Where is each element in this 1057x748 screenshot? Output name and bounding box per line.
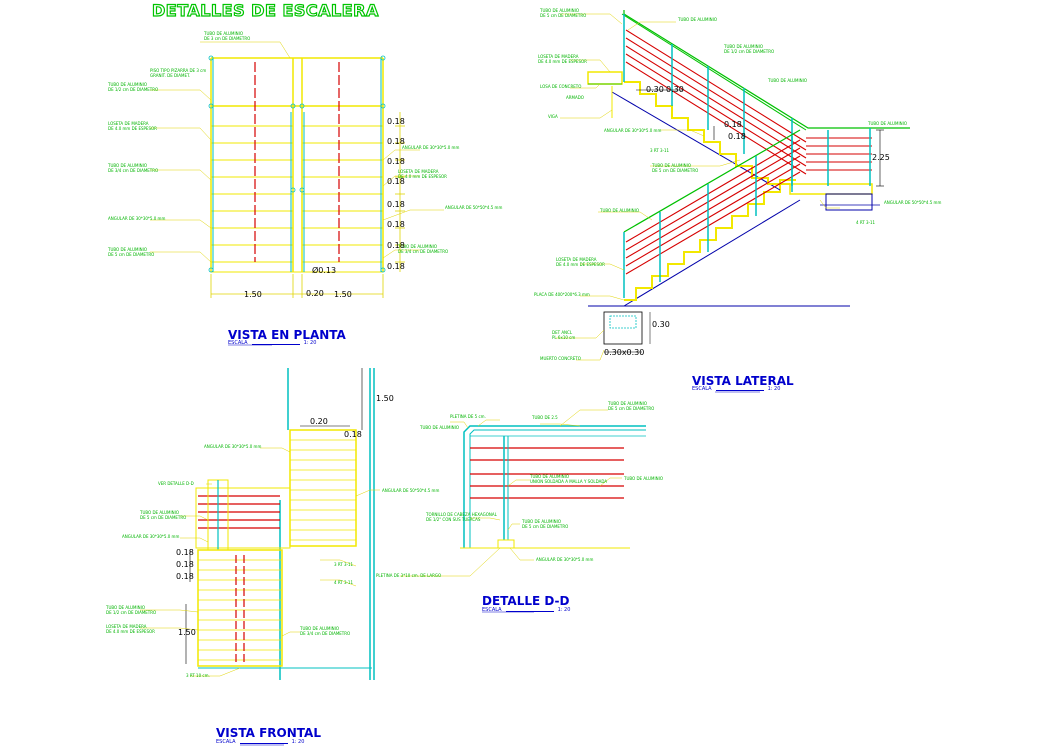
note: PLETINA DE 5 cm.: [450, 414, 486, 419]
dim-label: 0.30: [652, 320, 670, 329]
note: VER DETALLE D-D: [158, 481, 194, 486]
scale-label: ESCALA: [692, 386, 712, 392]
note: ANGULAR DE 30*30*5.0 mm: [108, 216, 166, 221]
note: ANGULAR DE 50*50*4.5 mm: [884, 200, 942, 205]
dim-label: 0.18: [387, 220, 405, 229]
note: 4 RT 3-11: [856, 220, 876, 225]
front-view: [140, 368, 380, 746]
dim-label: 0.18: [387, 200, 405, 209]
dim-label: 0.18: [724, 120, 742, 129]
dim-label: 0.18: [176, 560, 194, 569]
dim-label: 0.20: [306, 289, 324, 298]
front-view-scale: ESCALA 1: 20: [216, 739, 304, 745]
dim-label: 0.18: [728, 132, 746, 141]
note: ANGULAR DE 30*30*5.0 mm: [122, 534, 180, 539]
detail-title: DETALLE D-D: [482, 594, 570, 608]
dim-label: 0.30x0.30: [604, 348, 645, 357]
note: ARMADO: [566, 95, 584, 100]
dim-label: 0.18: [387, 137, 405, 146]
plan-view-scale: ESCALA 1: 20: [228, 340, 316, 346]
dim-label: 0.18: [344, 430, 362, 439]
note: TUBO DE ALUMINIO: [868, 121, 907, 126]
plan-view: [150, 41, 444, 346]
dim-label: 0.18: [176, 548, 194, 557]
dim-label: 0.18: [387, 117, 405, 126]
dim-label: 1.50: [178, 628, 196, 637]
note: ANGULAR DE 30*30*5.0 mm: [402, 145, 460, 150]
note: VIGA: [548, 114, 558, 119]
note: 4 RT 3-11: [334, 580, 354, 585]
note: ANGULAR DE 30*30*5.0 mm: [604, 128, 662, 133]
dim-label: 0.30: [646, 85, 664, 94]
dim-label: 1.50: [376, 394, 394, 403]
note: ANGULAR DE 50*50*4.5 mm: [445, 205, 503, 210]
note: MUERTO CONCRETO: [540, 356, 581, 361]
side-view-scale: ESCALA 1: 20: [692, 386, 780, 392]
note: ANGULAR DE 50*50*4.5 mm: [382, 488, 440, 493]
plan-view-title: VISTA EN PLANTA: [228, 328, 346, 342]
scale-label: ESCALA: [482, 607, 502, 613]
note: TUBO DE ALUMINIO: [600, 208, 639, 213]
scale-value: 1: 20: [557, 607, 571, 613]
dim-label: 1.50: [244, 290, 262, 299]
note: 3 RT 3-11: [650, 148, 670, 153]
side-view: [556, 10, 910, 393]
note: TUBO DE ALUMINIO: [624, 476, 663, 481]
side-view-title: VISTA LATERAL: [692, 374, 794, 388]
dim-label: 0.20: [310, 417, 328, 426]
scale-label: ESCALA: [228, 340, 248, 346]
scale-value: 1: 20: [767, 386, 781, 392]
note: PLACA DE 400*200*6.3 mm: [534, 292, 590, 297]
dim-label: 0.18: [387, 241, 405, 250]
dim-label: 0.18: [387, 177, 405, 186]
dim-label: 0.18: [387, 262, 405, 271]
scale-label: ESCALA: [216, 739, 236, 745]
dim-label: 0.18: [176, 572, 194, 581]
note: TUBO DE ALUMINIO: [420, 425, 459, 430]
detail-scale: ESCALA 1: 20: [482, 607, 570, 613]
note: PLETINA DE 3*10 cm. DE LARGO: [376, 573, 442, 578]
note: LOSA DE CONCRETO: [540, 84, 582, 89]
note: TUBO DE ALUMINIO: [678, 17, 717, 22]
note: 3 RT 10 cm.: [186, 673, 210, 678]
drawing-title: DETALLES DE ESCALERA: [151, 0, 379, 20]
dim-label: 0.18: [387, 157, 405, 166]
scale-value: 1: 20: [303, 340, 317, 346]
note: TUBO DE ALUMINIO: [768, 78, 807, 83]
dim-label: 2.25: [872, 153, 890, 162]
dim-label: 1.50: [334, 290, 352, 299]
note: ANGULAR DE 30*30*5.0 mm: [204, 444, 262, 449]
dim-label: Ø0.13: [312, 266, 337, 275]
note: ANGULAR DE 30*30*5.0 mm: [536, 557, 594, 562]
note: 3 RT 3-11: [334, 562, 354, 567]
scale-value: 1: 20: [291, 739, 305, 745]
front-view-title: VISTA FRONTAL: [216, 726, 321, 740]
dim-label: 0.30: [666, 85, 684, 94]
note: TUBO DE 2.5: [532, 415, 558, 420]
detail-dd: [400, 409, 646, 613]
